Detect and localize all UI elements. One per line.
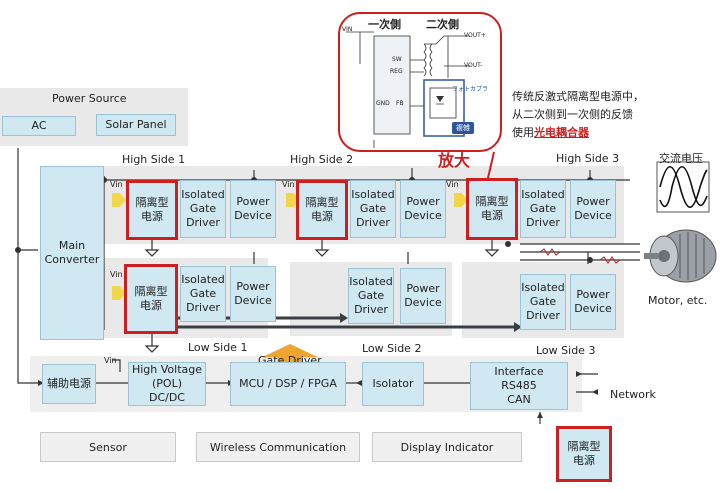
network-label: Network xyxy=(610,388,656,401)
high-voltage-dcdc-block: High Voltage (POL) DC/DC xyxy=(128,362,206,406)
zoom-label: 放大 xyxy=(438,151,471,170)
gate-driver-hs1: Isolated Gate Driver xyxy=(180,180,226,238)
vout-minus-label: VOUT- xyxy=(464,62,483,69)
isolator-block: Isolator xyxy=(362,362,424,406)
vin-arrow-icon xyxy=(454,193,468,207)
ac-block: AC xyxy=(2,116,76,136)
vin-label-hs1: Vin xyxy=(110,180,123,189)
sw-pin-label: SW xyxy=(392,56,402,63)
high-side-3-label: High Side 3 xyxy=(556,152,620,165)
mcu-dsp-fpga-block: MCU / DSP / FPGA xyxy=(230,362,346,406)
motor-icon xyxy=(644,229,717,283)
interface-block: Interface RS485 CAN xyxy=(470,362,568,410)
description-line-3: 使用光电耦合器 xyxy=(512,124,589,140)
vout-plus-label: VOUT+ xyxy=(464,32,486,39)
isolated-psu-interface: 隔离型 电源 xyxy=(556,426,612,482)
gnd-pin-label: GND xyxy=(376,100,390,107)
gate-driver-ls1: Isolated Gate Driver xyxy=(180,266,226,322)
high-side-1-label: High Side 1 xyxy=(122,153,186,166)
low-side-1-label: Low Side 1 xyxy=(188,341,248,354)
sensor-block: Sensor xyxy=(40,432,176,462)
power-device-hs3: Power Device xyxy=(570,180,616,238)
vin-label-hs3: Vin xyxy=(446,180,459,189)
ac-voltage-label: 交流电压 xyxy=(659,152,703,165)
photocoupler-label: フォトカプラ xyxy=(452,86,489,93)
power-device-ls2: Power Device xyxy=(400,268,446,324)
isolated-psu-hs3: 隔离型 电源 xyxy=(466,178,518,240)
high-side-2-label: High Side 2 xyxy=(290,153,354,166)
secondary-side-label: 二次側 xyxy=(426,18,459,31)
aux-psu-block: 辅助电源 xyxy=(42,364,96,404)
description-line-3-prefix: 使用 xyxy=(512,126,534,139)
description-line-2: 从二次侧到一次侧的反馈 xyxy=(512,108,633,121)
wireless-block: Wireless Communication xyxy=(196,432,360,462)
zoom-callout: 一次側 二次側 VIN SW REG GND FB VOUT+ VOUT- フォ… xyxy=(338,12,502,152)
vin-label-aux: Vin xyxy=(104,356,117,365)
vin-label-hs2: Vin xyxy=(282,180,295,189)
motor-image xyxy=(640,224,720,288)
gate-driver-hs2: Isolated Gate Driver xyxy=(350,180,396,238)
reg-pin-label: REG xyxy=(390,68,403,75)
gate-driver-ls3: Isolated Gate Driver xyxy=(520,274,566,330)
gate-driver-ls2: Isolated Gate Driver xyxy=(348,268,394,324)
power-device-hs2: Power Device xyxy=(400,180,446,238)
isolated-psu-hs2: 隔离型 电源 xyxy=(296,180,348,240)
complex-badge: 複雑 xyxy=(452,122,474,134)
motor-label: Motor, etc. xyxy=(648,294,708,307)
power-source-title: Power Source xyxy=(52,92,127,105)
power-device-hs1: Power Device xyxy=(230,180,276,238)
low-side-3-label: Low Side 3 xyxy=(536,344,596,357)
photocoupler-highlight: 光电耦合器 xyxy=(534,126,589,139)
vin-label-ls1: Vin xyxy=(110,270,123,279)
gate-driver-hs3: Isolated Gate Driver xyxy=(520,180,566,238)
main-converter-block: Main Converter xyxy=(40,166,104,340)
isolated-psu-ls1: 隔离型 电源 xyxy=(124,264,178,334)
low-side-2-label: Low Side 2 xyxy=(362,342,422,355)
fb-pin-label: FB xyxy=(396,100,404,107)
power-device-ls3: Power Device xyxy=(570,274,616,330)
solar-panel-block: Solar Panel xyxy=(96,114,176,136)
display-indicator-block: Display Indicator xyxy=(372,432,522,462)
vin-arrow-icon xyxy=(112,193,126,207)
description-line-1: 传统反激式隔离型电源中， xyxy=(512,90,644,103)
isolated-psu-hs1: 隔离型 电源 xyxy=(126,180,178,240)
primary-side-label: 一次側 xyxy=(368,18,401,31)
vin-arrow-icon xyxy=(112,286,126,300)
power-device-ls1: Power Device xyxy=(230,266,276,322)
flyback-schematic xyxy=(346,31,470,148)
vin-pin-label: VIN xyxy=(342,26,353,33)
